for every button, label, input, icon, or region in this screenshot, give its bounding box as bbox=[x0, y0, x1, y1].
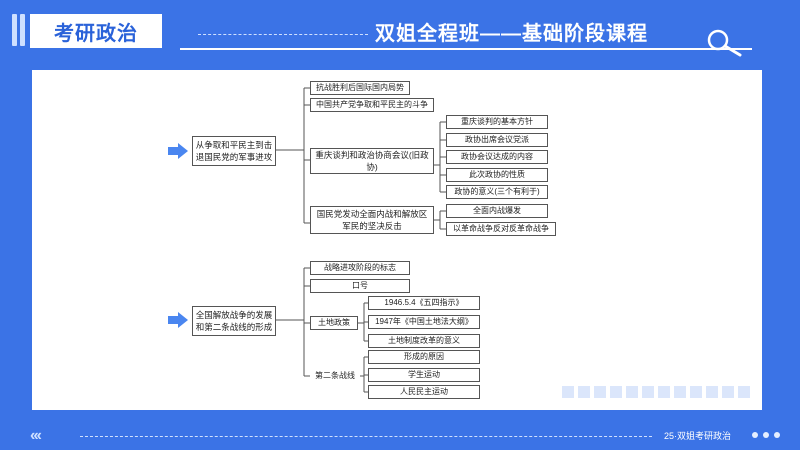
arrow-right-icon bbox=[168, 312, 188, 328]
mindmap-node: 第二条战线 bbox=[315, 371, 355, 380]
mindmap-node: 战略进攻阶段的标志 bbox=[310, 261, 410, 275]
header-band bbox=[180, 14, 752, 50]
mindmap-leaf: 1947年《中国土地法大纲》 bbox=[368, 315, 480, 329]
mindmap-leaf: 此次政协的性质 bbox=[446, 168, 548, 182]
mindmap-root-node: 从争取和平民主到击退国民党的军事进攻 bbox=[192, 136, 276, 166]
mindmap-node: 中国共产党争取和平民主的斗争 bbox=[310, 98, 434, 112]
course-badge: 考研政治 bbox=[30, 14, 162, 48]
mindmap-node: 口号 bbox=[310, 279, 410, 293]
mindmap-root-node: 全国解放战争的发展和第二条战线的形成 bbox=[192, 306, 276, 336]
mindmap-leaf: 政协的意义(三个有利于) bbox=[446, 185, 548, 199]
mindmap-leaf: 重庆谈判的基本方针 bbox=[446, 115, 548, 129]
arrow-right-icon bbox=[168, 143, 188, 159]
decorative-squares bbox=[562, 386, 750, 398]
header-dash-line bbox=[198, 34, 368, 35]
mindmap-leaf: 全面内战爆发 bbox=[446, 204, 548, 218]
dots-icon bbox=[752, 432, 780, 438]
mindmap-leaf: 土地制度改革的意义 bbox=[368, 334, 480, 348]
search-icon bbox=[707, 29, 742, 57]
mindmap-leaf: 以革命战争反对反革命战争 bbox=[446, 222, 556, 236]
mindmap-leaf: 学生运动 bbox=[368, 368, 480, 382]
footer-dash-line bbox=[80, 436, 652, 437]
decorative-bars bbox=[12, 14, 26, 46]
mindmap-node: 国民党发动全面内战和解放区军民的坚决反击 bbox=[310, 206, 434, 234]
mindmap-node: 抗战胜利后国际国内局势 bbox=[310, 81, 410, 95]
mindmap-leaf: 形成的原因 bbox=[368, 350, 480, 364]
mindmap-node: 土地政策 bbox=[310, 316, 358, 330]
mindmap-leaf: 1946.5.4《五四指示》 bbox=[368, 296, 480, 310]
mindmap-leaf: 政协会议达成的内容 bbox=[446, 150, 548, 164]
footer-text: 25·双姐考研政治 bbox=[664, 431, 732, 441]
mindmap-node: 重庆谈判和政治协商会议(旧政协) bbox=[310, 148, 434, 174]
mindmap-leaf: 人民民主运动 bbox=[368, 385, 480, 399]
chevrons-left-icon: ‹‹‹ bbox=[30, 427, 42, 444]
mindmap-leaf: 政协出席会议党派 bbox=[446, 133, 548, 147]
page-title: 双姐全程班——基础阶段课程 bbox=[375, 22, 648, 45]
